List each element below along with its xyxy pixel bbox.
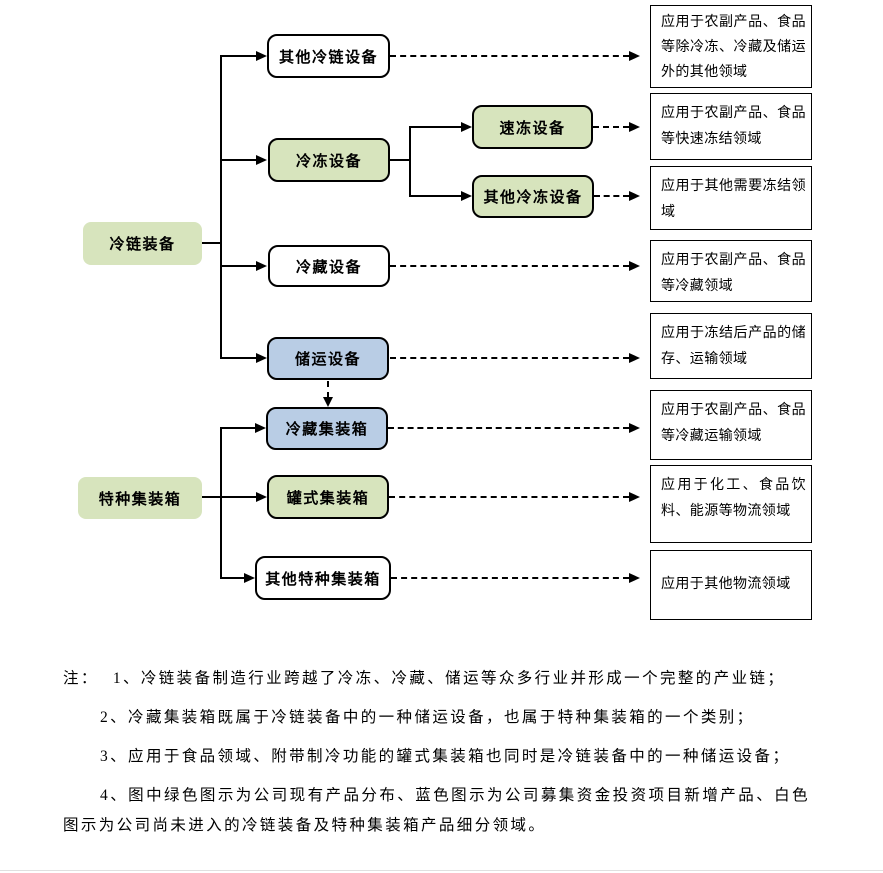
application-box-quick-freezing: 应用于农副产品、食品等快速冻结领域 bbox=[650, 93, 812, 160]
dashed-line-other-freezing bbox=[594, 195, 629, 197]
arrowhead-storage-transport bbox=[256, 353, 267, 363]
application-box-refrigeration: 应用于农副产品、食品等冷藏领域 bbox=[650, 240, 812, 302]
dashed-line-tank-container bbox=[389, 496, 629, 498]
dashed-line-reefer-container bbox=[388, 427, 629, 429]
trunk-line-cold-chain bbox=[220, 55, 222, 359]
note-line-1: 注： 1、冷链装备制造行业跨越了冷冻、冷藏、储运等众多行业并形成一个完整的产业链； bbox=[63, 664, 810, 694]
application-box-tank-container: 应用于化工、食品饮料、能源等物流领域 bbox=[650, 465, 812, 543]
node-other-cold-chain-equipment: 其他冷链设备 bbox=[267, 34, 390, 78]
dashed-arrowhead-storage-transport bbox=[629, 353, 640, 363]
application-box-other-freezing: 应用于其他需要冻结领域 bbox=[650, 166, 812, 230]
connector-to-freezing bbox=[221, 159, 256, 161]
arrowhead-other-freezing bbox=[461, 191, 472, 201]
note-item-1: 1、冷链装备制造行业跨越了冷冻、冷藏、储运等众多行业并形成一个完整的产业链； bbox=[112, 670, 786, 687]
connector-root2-to-tank bbox=[202, 496, 256, 498]
arrowhead-other-special-container bbox=[244, 573, 255, 583]
connector-root1-to-trunk bbox=[202, 242, 221, 244]
node-refrigeration-equipment: 冷藏设备 bbox=[268, 245, 390, 287]
connector-to-reefer-container bbox=[221, 427, 255, 429]
arrowhead-tank-container bbox=[256, 492, 267, 502]
connector-to-storage-transport bbox=[221, 357, 256, 359]
dashed-arrowhead-quick-freezing bbox=[629, 122, 640, 132]
node-other-special-container: 其他特种集装箱 bbox=[255, 556, 391, 600]
dashed-line-storage-to-reefer bbox=[327, 381, 329, 398]
node-tank-container: 罐式集装箱 bbox=[267, 475, 389, 519]
node-storage-transport-equipment: 储运设备 bbox=[267, 337, 389, 380]
arrowhead-refrigeration bbox=[256, 261, 267, 271]
connector-to-other-cold-chain bbox=[221, 55, 256, 57]
node-quick-freezing-equipment: 速冻设备 bbox=[472, 105, 593, 149]
junction-line-freezing-children bbox=[409, 126, 411, 197]
page-divider-line bbox=[0, 870, 883, 871]
node-reefer-container: 冷藏集装箱 bbox=[266, 407, 388, 450]
dashed-arrowhead-other-freezing bbox=[629, 191, 640, 201]
connector-freezing-to-junction bbox=[390, 159, 410, 161]
node-other-freezing-equipment: 其他冷冻设备 bbox=[472, 175, 594, 218]
note-prefix: 注： bbox=[63, 670, 99, 687]
arrowhead-other-cold-chain bbox=[256, 51, 267, 61]
dashed-arrowhead-tank-container bbox=[629, 492, 640, 502]
note-line-3: 3、应用于食品领域、附带制冷功能的罐式集装箱也同时是冷链装备中的一种储运设备； bbox=[100, 748, 791, 765]
note-line-4: 4、图中绿色图示为公司现有产品分布、蓝色图示为公司募集资金投资项目新增产品、白色… bbox=[63, 787, 810, 834]
dashed-line-refrigeration bbox=[390, 265, 629, 267]
dashed-arrowhead-other-cold-chain bbox=[629, 51, 640, 61]
dashed-arrowhead-refrigeration bbox=[629, 261, 640, 271]
arrowhead-reefer-container bbox=[255, 423, 266, 433]
notes-block: 注： 1、冷链装备制造行业跨越了冷冻、冷藏、储运等众多行业并形成一个完整的产业链；… bbox=[63, 664, 810, 850]
node-cold-chain-equipment: 冷链装备 bbox=[83, 222, 202, 265]
connector-to-quick-freezing bbox=[410, 126, 461, 128]
arrowhead-freezing bbox=[256, 155, 267, 165]
trunk-line-special-container bbox=[220, 427, 222, 579]
dashed-line-storage-transport bbox=[390, 357, 629, 359]
application-box-storage-transport: 应用于冻结后产品的储存、运输领域 bbox=[650, 313, 812, 379]
dashed-line-other-cold-chain bbox=[390, 55, 629, 57]
dashed-line-other-special-container bbox=[391, 577, 629, 579]
connector-to-other-freezing bbox=[410, 195, 461, 197]
connector-to-other-special-container bbox=[221, 577, 244, 579]
dashed-arrowhead-down-reefer bbox=[323, 397, 333, 407]
application-box-reefer-container: 应用于农副产品、食品等冷藏运输领域 bbox=[650, 390, 812, 460]
application-box-other-special-container: 应用于其他物流领域 bbox=[650, 550, 812, 620]
connector-to-refrigeration bbox=[221, 265, 256, 267]
node-special-container: 特种集装箱 bbox=[78, 477, 202, 519]
dashed-line-quick-freezing bbox=[593, 126, 629, 128]
note-line-2: 2、冷藏集装箱既属于冷链装备中的一种储运设备，也属于特种集装箱的一个类别； bbox=[100, 709, 755, 726]
application-box-other-cold-chain: 应用于农副产品、食品等除冷冻、冷藏及储运外的其他领域 bbox=[650, 5, 812, 88]
arrowhead-quick-freezing bbox=[461, 122, 472, 132]
dashed-arrowhead-reefer-container bbox=[629, 423, 640, 433]
node-freezing-equipment: 冷冻设备 bbox=[268, 138, 390, 182]
dashed-arrowhead-other-special-container bbox=[629, 573, 640, 583]
